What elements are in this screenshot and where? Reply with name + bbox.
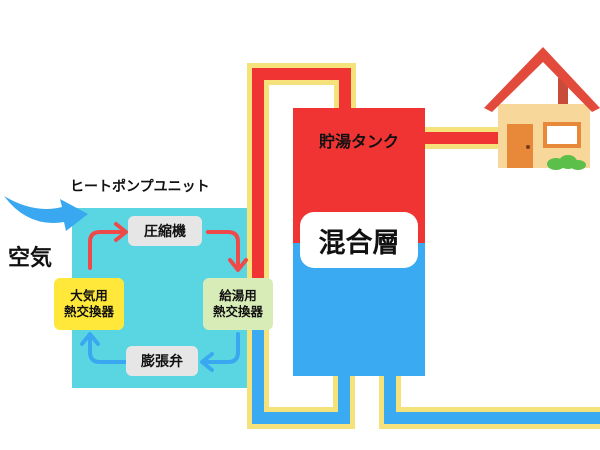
loop-arrow-to-valve xyxy=(202,332,240,364)
cold-return-pipe xyxy=(252,318,350,424)
house-icon xyxy=(484,47,600,170)
loop-arrow-to-air-hx-head xyxy=(80,332,100,346)
tank-label: 貯湯タンク xyxy=(318,132,399,151)
air-heat-exchanger-line1: 大気用 xyxy=(70,287,108,303)
air-heat-exchanger-label: 大気用 熱交換器 xyxy=(54,278,124,330)
air-heat-exchanger-line2: 熱交換器 xyxy=(63,304,114,319)
cold-supply-pipe-outline xyxy=(379,376,600,429)
loop-arrow-to-water-hx-head xyxy=(228,258,248,272)
air-arrow-icon xyxy=(4,196,88,231)
cold-supply-pipe xyxy=(384,376,600,424)
loop-arrow-to-valve-head xyxy=(200,352,214,372)
loop-arrow-to-compressor xyxy=(88,230,126,270)
hot-pipe xyxy=(252,68,351,318)
water-heat-exchanger-label: 給湯用 熱交換器 xyxy=(203,278,273,330)
mixing-layer-label: 混合層 xyxy=(300,212,418,268)
water-heat-exchanger-line1: 給湯用 xyxy=(219,287,257,303)
air-label: 空気 xyxy=(8,246,53,271)
loop-arrow-to-air-hx xyxy=(88,334,128,364)
expansion-valve-label: 膨張弁 xyxy=(126,346,198,376)
compressor-label: 圧縮機 xyxy=(128,216,202,246)
loop-arrow-to-compressor-head xyxy=(114,222,128,242)
heat-pump-unit-label: ヒートポンプユニット xyxy=(70,179,210,195)
loop-arrow-to-water-hx xyxy=(206,230,240,270)
water-heat-exchanger-line2: 熱交換器 xyxy=(212,304,263,319)
